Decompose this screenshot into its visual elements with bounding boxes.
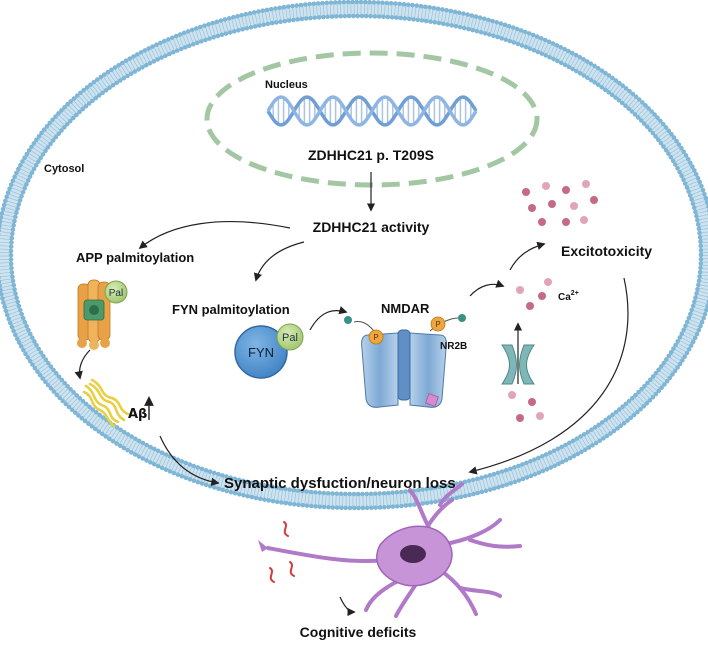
pal-fyn-label: Pal	[282, 332, 298, 344]
abeta-label: Aβ	[128, 407, 147, 422]
arrow-neuron-to-cognitive	[339, 596, 356, 617]
arrow-activity-to-app	[138, 221, 291, 250]
calcium-ion-dot	[542, 182, 550, 190]
calcium-ion-dot	[580, 216, 588, 224]
nucleus-label: Nucleus	[265, 79, 308, 91]
arrow-ca-to-excitotoxicity	[509, 241, 546, 271]
calcium-ion-dot	[582, 180, 590, 188]
phospho-p2-label: P	[435, 320, 440, 329]
fyn-palmitoylation-label: FYN palmitoylation	[172, 302, 290, 317]
calcium-ion-dot	[538, 292, 546, 300]
calcium-ion-dot	[516, 286, 524, 294]
pal-fyn-circle	[276, 323, 304, 351]
fyn-label: FYN	[248, 345, 274, 360]
fyn-protein-icon	[234, 325, 288, 379]
arrow-fyn-to-nmdar	[309, 306, 348, 331]
calcium-ion-dot	[508, 391, 516, 399]
pathway-arrows	[74, 172, 629, 617]
calcium-ion-dot	[562, 218, 570, 226]
calcium-ions	[508, 180, 598, 422]
calcium-ion-dot	[516, 414, 524, 422]
calcium-ion-dot	[522, 188, 530, 196]
calcium-ion-dot	[570, 202, 578, 210]
stress-waves-icon	[269, 521, 295, 583]
synaptic-label: Synaptic dysfuction/neuron loss	[224, 475, 456, 492]
app-palmitoylation-label: APP palmitoylation	[76, 250, 194, 265]
calcium-ion-dot	[548, 200, 556, 208]
pal-app-circle	[104, 280, 128, 304]
calcium-ion-dot	[544, 278, 552, 286]
dna-strand	[266, 95, 478, 127]
cytosol-label: Cytosol	[44, 163, 84, 175]
pal-app-label: Pal	[109, 288, 123, 299]
cognitive-label: Cognitive deficits	[300, 624, 417, 640]
calcium-ion-dot	[528, 398, 536, 406]
calcium-superscript: 2+	[571, 290, 579, 297]
phospho-p1-label: P	[373, 333, 378, 342]
calcium-base: Ca	[558, 292, 571, 303]
calcium-channel-icon	[501, 344, 535, 385]
calcium-ion-dot	[536, 412, 544, 420]
calcium-ion-dot	[528, 204, 536, 212]
arrow-app-to-abeta	[74, 349, 91, 380]
arrow-abeta-to-loss	[159, 435, 220, 487]
mutation-label: ZDHHC21 p. T209S	[308, 147, 434, 163]
cell-membrane	[0, 0, 708, 511]
phospho-p2	[430, 316, 446, 332]
calcium-label: Ca2+	[558, 290, 579, 303]
calcium-ion-dot	[538, 218, 546, 226]
nr2b-label: NR2B	[440, 341, 467, 352]
activity-label: ZDHHC21 activity	[313, 219, 430, 235]
calcium-ion-dot	[526, 302, 534, 310]
phospho-p1	[368, 329, 384, 345]
neuron-icon	[258, 482, 522, 618]
nmdar-channel-icon	[344, 314, 466, 408]
calcium-ion-dot	[562, 186, 570, 194]
calcium-ion-dot	[590, 196, 598, 204]
arrow-activity-to-fyn	[253, 241, 305, 282]
arrow-nmdar-to-ca	[469, 279, 505, 297]
excitotoxicity-label: Excitotoxicity	[561, 243, 652, 259]
nucleus-envelope	[204, 50, 540, 188]
arrow-excitotoxicity-to-loss	[468, 277, 629, 475]
abeta-fibrils-icon	[82, 378, 130, 428]
dna-icon	[266, 95, 478, 127]
nmdar-label: NMDAR	[381, 301, 430, 316]
